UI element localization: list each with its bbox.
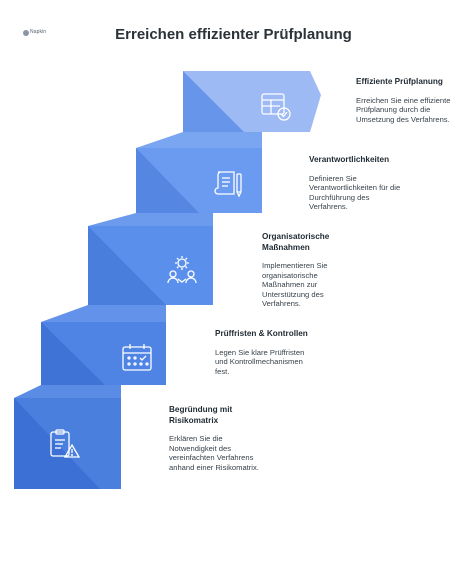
step-3-text: Organisatorische Maßnahmen Implementiere…: [262, 232, 352, 309]
step-3-title: Organisatorische Maßnahmen: [262, 232, 330, 252]
step-4-title: Prüffristen & Kontrollen: [215, 329, 308, 338]
step-4-description: Legen Sie klare Prüffristen und Kontroll…: [215, 347, 305, 376]
step-2-shadow: [136, 148, 199, 213]
step-1-title: Effiziente Prüfplanung: [356, 77, 443, 86]
step-3-description: Implementieren Sie organisatorische Maßn…: [262, 261, 328, 309]
step-2-title: Verantwortlichkeiten: [309, 155, 390, 164]
step-1-block: [183, 71, 321, 132]
step-1-shadow: [183, 71, 244, 132]
logo-text: Napkin: [30, 29, 47, 35]
logo: Napkin: [22, 28, 47, 38]
step-5-connector: [14, 385, 121, 398]
step-5-text: Begründung mit Risikomatrix Erklären Sie…: [169, 405, 265, 472]
step-4-connector: [41, 305, 166, 322]
table-check-icon: [258, 89, 294, 125]
step-4-shadow: [41, 322, 105, 385]
step-2-connector: [136, 132, 262, 148]
step-2-block: [136, 132, 262, 213]
page-title: Erreichen effizienter Prüfplanung: [115, 26, 352, 43]
step-5-description: Erklären Sie die Notwendigkeit des verei…: [169, 434, 259, 472]
step-4-text: Prüffristen & Kontrollen Legen Sie klare…: [215, 329, 315, 376]
step-3-connector: [88, 213, 213, 226]
step-1-description: Erreichen Sie eine effiziente Prüfplanun…: [356, 95, 451, 124]
calendar-check-icon: [119, 340, 155, 376]
step-2-text: Verantwortlichkeiten Definieren Sie Vera…: [309, 155, 409, 212]
step-4-block: [41, 305, 166, 385]
clipboard-warning-icon: [46, 426, 82, 462]
logo-mark: [23, 30, 29, 36]
step-3-shadow: [88, 226, 166, 305]
step-1-text: Effiziente Prüfplanung Erreichen Sie ein…: [356, 77, 461, 124]
scroll-pen-icon: [210, 166, 246, 202]
step-5-title: Begründung mit Risikomatrix: [169, 405, 233, 425]
gear-people-icon: [164, 252, 200, 288]
step-3-block: [88, 213, 213, 305]
step-2-description: Definieren Sie Verantwortlichkeiten für …: [309, 173, 401, 212]
